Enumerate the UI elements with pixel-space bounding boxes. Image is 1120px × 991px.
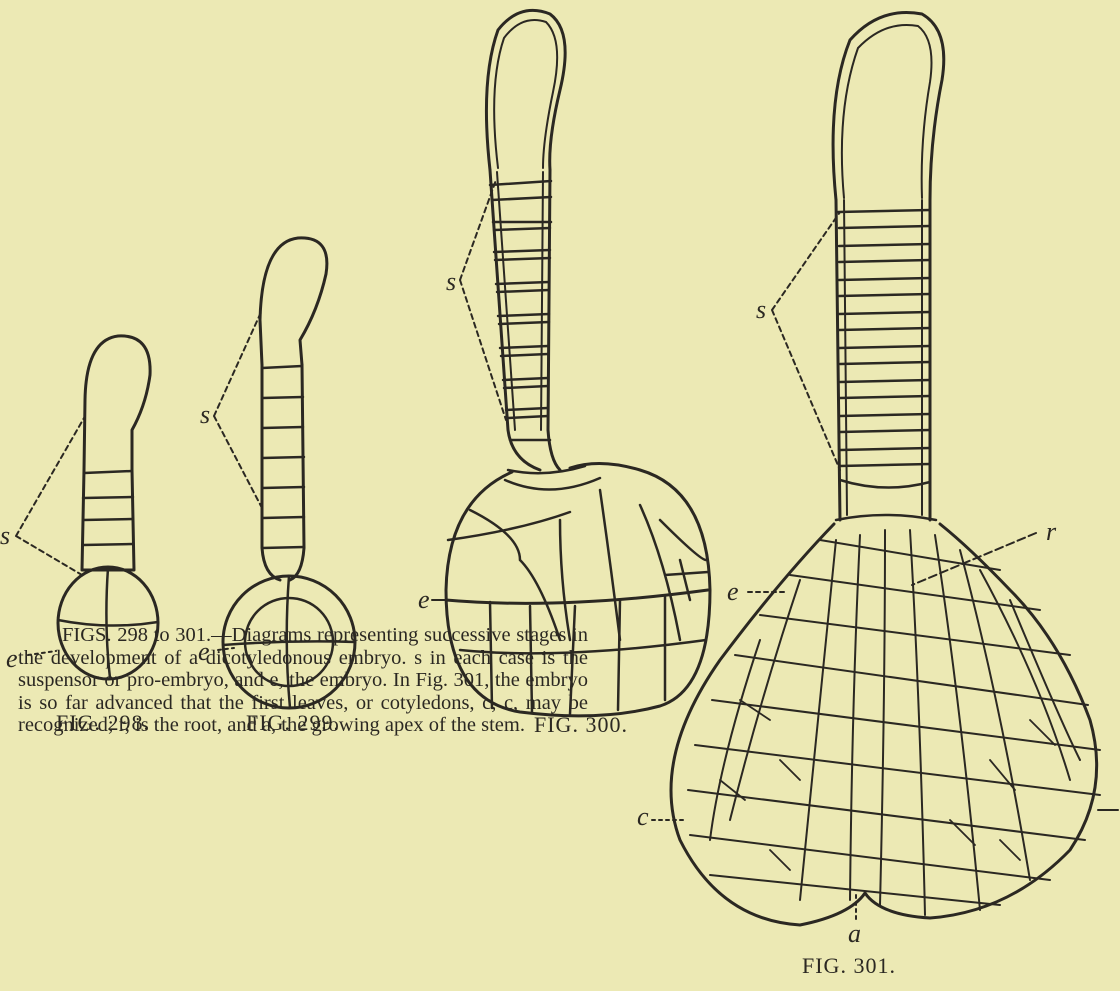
label-r-301: r: [1046, 517, 1057, 546]
fig-301-drawing: [671, 12, 1100, 925]
figure-description: FIGS. 298 to 301.—Diagrams representing …: [18, 624, 588, 737]
label-s-298: s: [0, 521, 10, 550]
label-a-301: a: [848, 919, 861, 948]
label-e-298: e: [6, 644, 18, 673]
fig-300-drawing: [446, 10, 710, 715]
label-s-300: s: [446, 267, 456, 296]
label-e-300: e: [418, 585, 430, 614]
label-e-301: e: [727, 577, 739, 606]
fig-300-labels: s e: [418, 180, 506, 614]
caption-fig-301: FIG. 301.: [802, 953, 896, 979]
label-s-299: s: [200, 400, 210, 429]
label-s-301: s: [756, 295, 766, 324]
label-c-left-301: c: [637, 802, 649, 831]
